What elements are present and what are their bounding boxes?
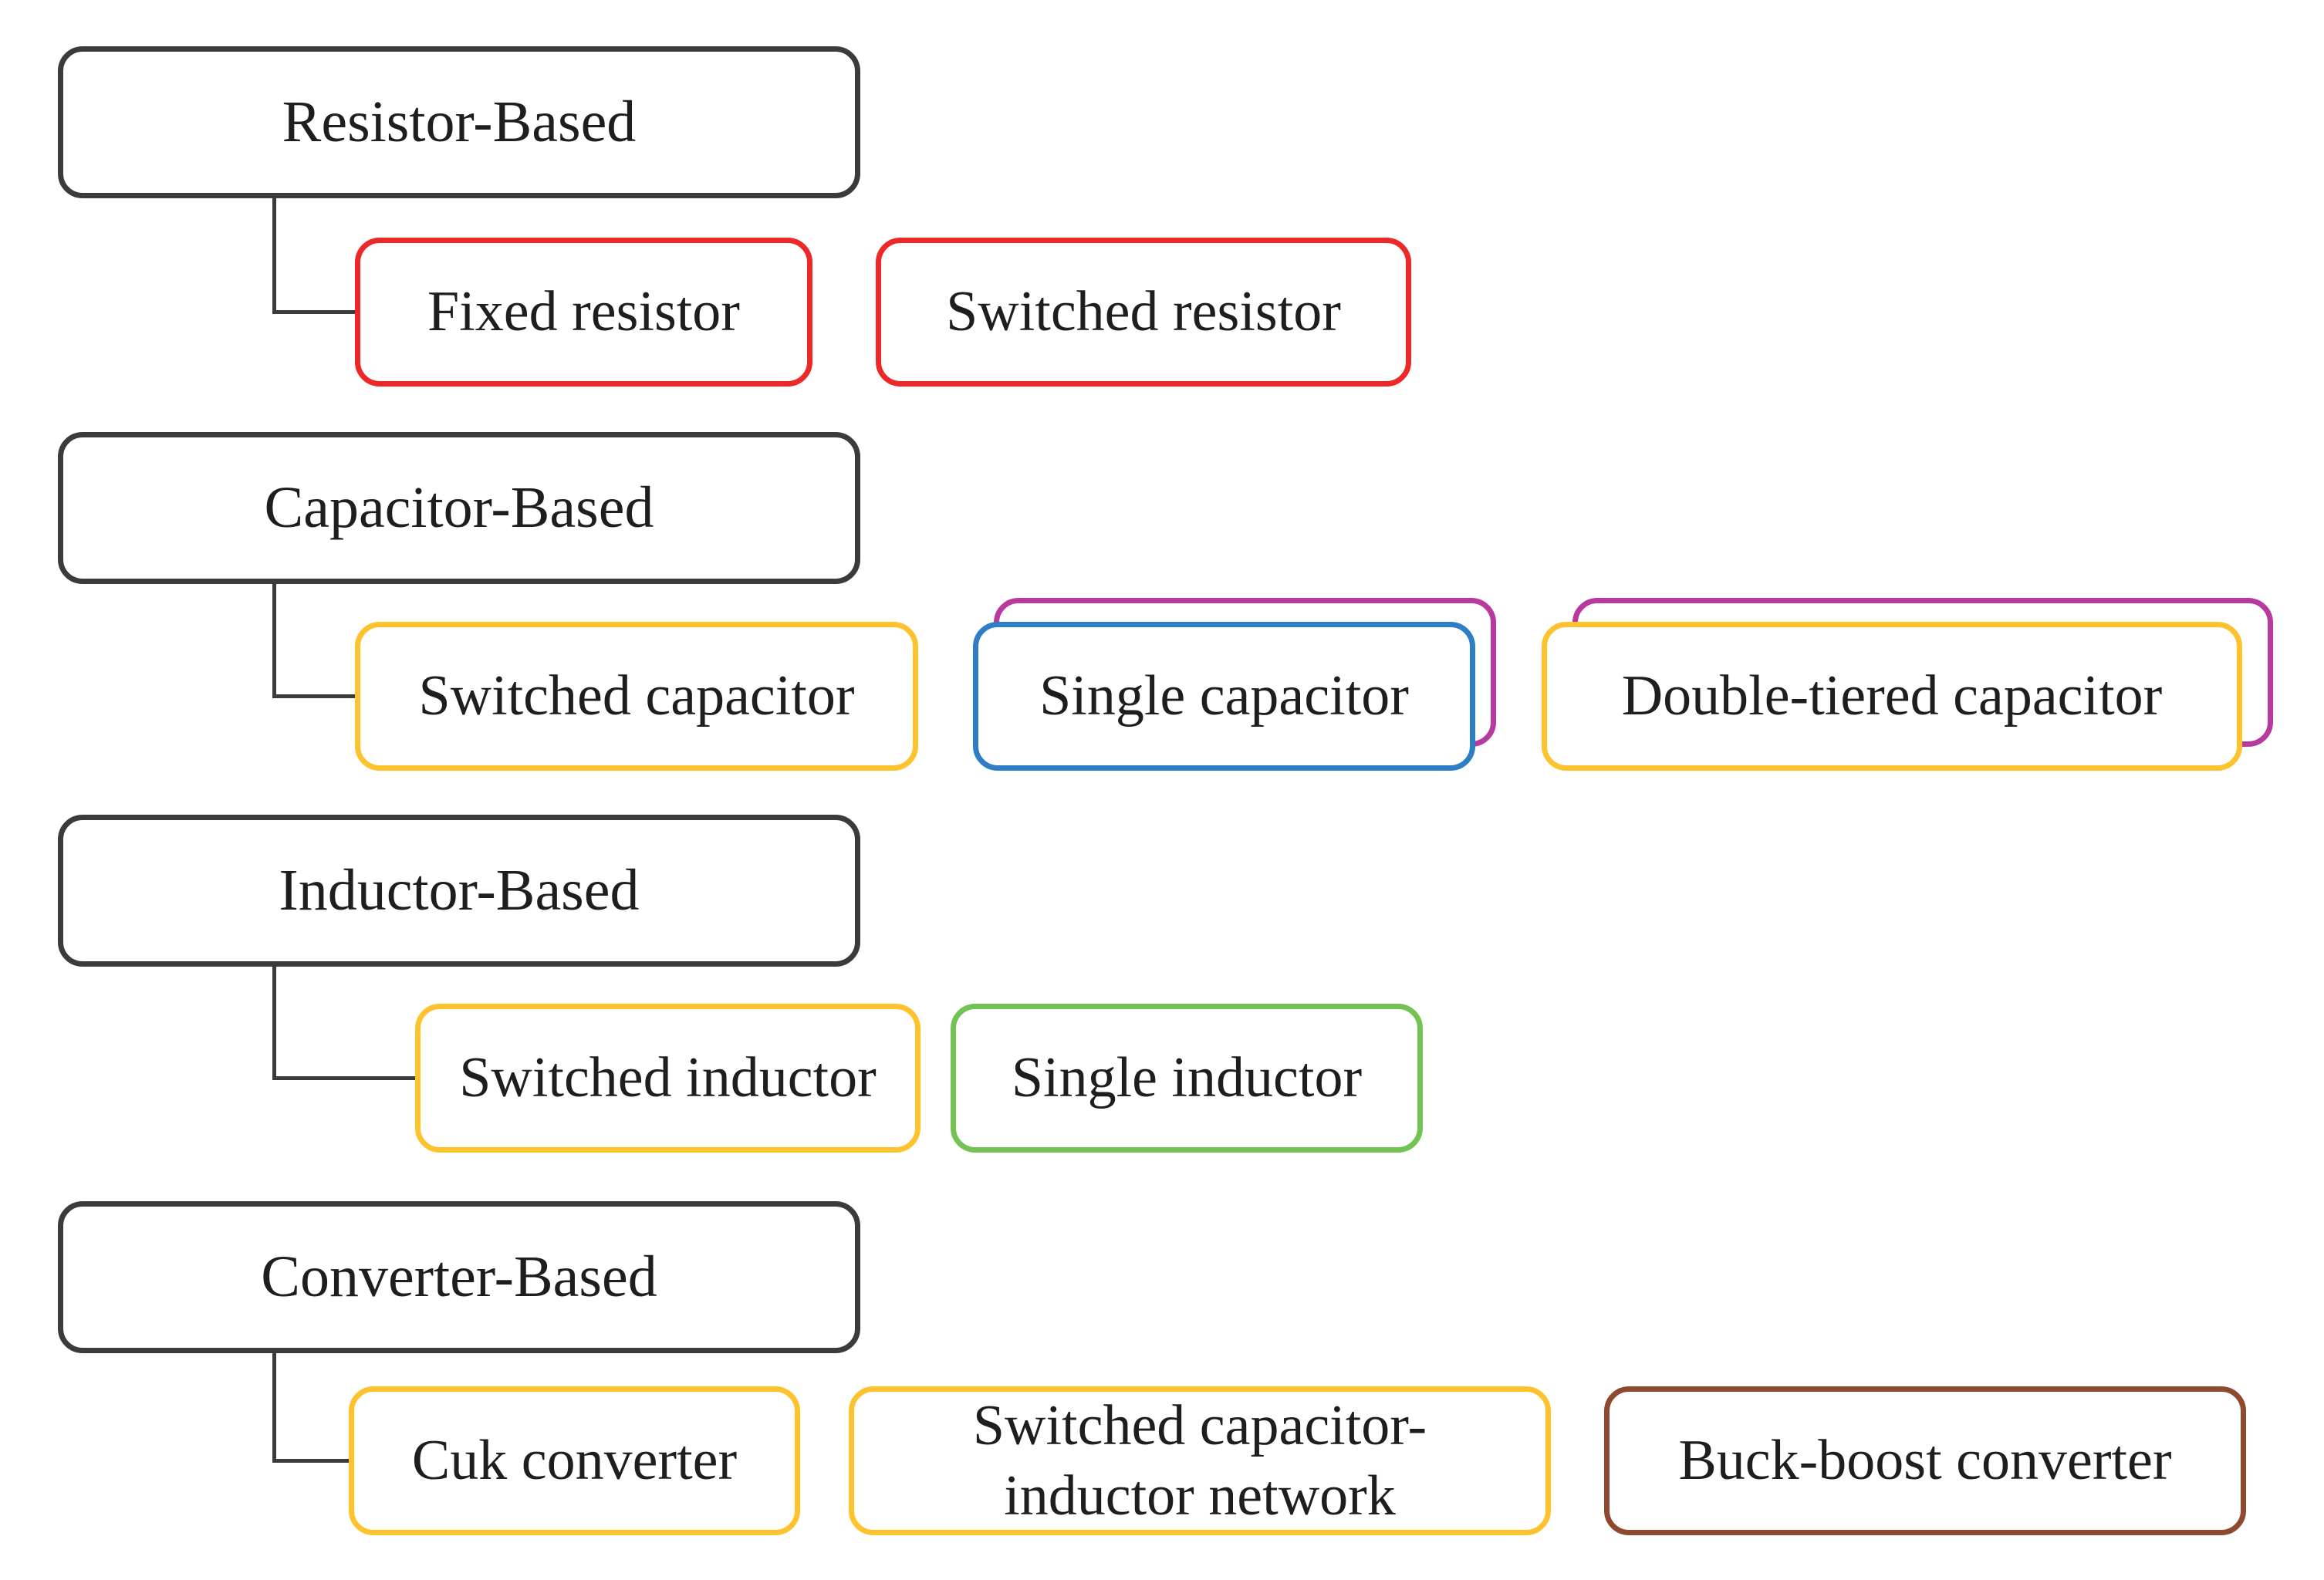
child-box-switched-capacitor-inductor-network: Switched capacitor- inductor network: [849, 1386, 1551, 1535]
group-box-resistor-based: Resistor-Based: [58, 46, 860, 198]
child-box-fixed-resistor: Fixed resistor: [355, 238, 812, 387]
connector-resistor-vertical: [272, 198, 276, 314]
child-box-double-tiered-capacitor: Double-tiered capacitor: [1542, 622, 2242, 771]
group-box-capacitor-based: Capacitor-Based: [58, 432, 860, 584]
group-box-inductor-based: Inductor-Based: [58, 815, 860, 967]
connector-converter-vertical: [272, 1353, 276, 1463]
child-box-switched-resistor: Switched resistor: [876, 238, 1411, 387]
child-box-single-capacitor: Single capacitor: [973, 622, 1475, 771]
connector-inductor-vertical: [272, 967, 276, 1080]
connector-inductor-horizontal: [272, 1076, 419, 1080]
group-box-converter-based: Converter-Based: [58, 1201, 860, 1353]
child-box-single-inductor: Single inductor: [951, 1004, 1423, 1153]
connector-capacitor-horizontal: [272, 694, 359, 698]
child-box-buck-boost-converter: Buck-boost converter: [1604, 1386, 2246, 1535]
connector-resistor-horizontal: [272, 310, 359, 314]
child-box-switched-inductor: Switched inductor: [415, 1004, 920, 1153]
connector-capacitor-vertical: [272, 584, 276, 698]
child-box-switched-capacitor: Switched capacitor: [355, 622, 918, 771]
connector-converter-horizontal: [272, 1459, 353, 1463]
child-box-cuk-converter: Cuk converter: [349, 1386, 800, 1535]
